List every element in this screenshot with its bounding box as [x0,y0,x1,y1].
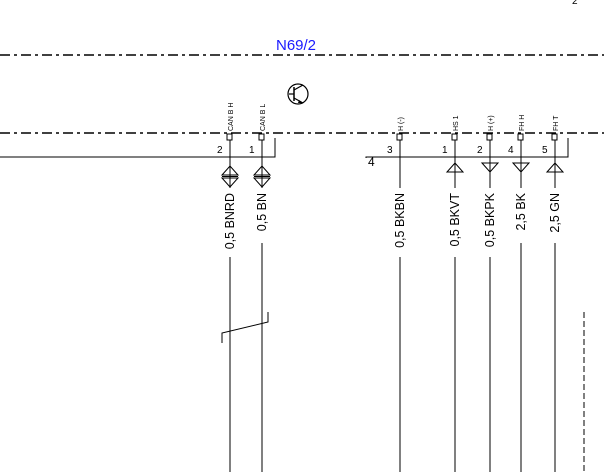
pin-number: 5 [542,145,548,156]
wire-label: 0,5 BKPK [483,192,497,247]
pin-number: 2 [217,145,223,156]
pin-name: H (+) [488,115,495,131]
wire-label: 0,5 BN [255,193,269,231]
connector-bracket-left [0,138,276,158]
input-arrow-icon [445,162,465,173]
pin-terminal [258,133,265,141]
pin-name: CAN B L [260,104,267,131]
pin-7: FH T 5 2,5 GN [542,115,565,472]
input-arrow-icon [545,162,565,173]
pin-1: CAN B H 2 0,5 BNRD [217,103,240,472]
pin-6: FH H 4 2,5 BK [508,115,531,472]
wire-label: 0,5 BKVT [448,193,462,247]
connector-bracket-right [365,138,569,158]
output-arrow-icon [511,162,531,173]
pin-terminal [226,133,233,141]
output-arrow-icon [480,162,500,173]
pin-name: HS 1 [453,115,460,131]
pin-name: FH T [553,115,560,131]
pins-layer: CAN B H 2 0,5 BNRD CAN B L 1 0,5 BN H (-) 3 0,5 … [217,103,565,472]
pin-terminal [451,133,458,141]
pin-terminal [517,133,524,141]
pin-terminal [551,133,558,141]
component-label: N69/2 [276,37,316,54]
pin-terminal [486,133,493,141]
pin-5: H (+) 2 0,5 BKPK [477,115,500,472]
transistor-icon [287,83,309,105]
wire-break-mark [221,312,269,343]
pin-2: CAN B L 1 0,5 BN [249,104,272,472]
connector-number: 4 [368,155,375,169]
corner-partial-label: 2 [572,0,578,7]
pin-number: 1 [442,145,448,156]
pin-terminal [396,133,403,141]
wire-label: 0,5 BKBN [393,193,407,248]
pin-number: 3 [387,145,393,156]
pin-name: FH H [519,115,526,131]
wire-label: 2,5 GN [548,193,562,233]
pin-number: 1 [249,145,255,156]
signal-arrow-icon [220,165,240,188]
wire-label: 0,5 BNRD [223,193,237,249]
pin-3: H (-) 3 0,5 BKBN [387,117,407,472]
pin-4: HS 1 1 0,5 BKVT [442,115,465,472]
signal-arrow-icon [252,165,272,188]
wire-label: 2,5 BK [514,192,528,230]
pin-number: 2 [477,145,483,156]
pin-name: H (-) [398,117,405,131]
pin-name: CAN B H [228,103,235,131]
pin-number: 4 [508,145,514,156]
